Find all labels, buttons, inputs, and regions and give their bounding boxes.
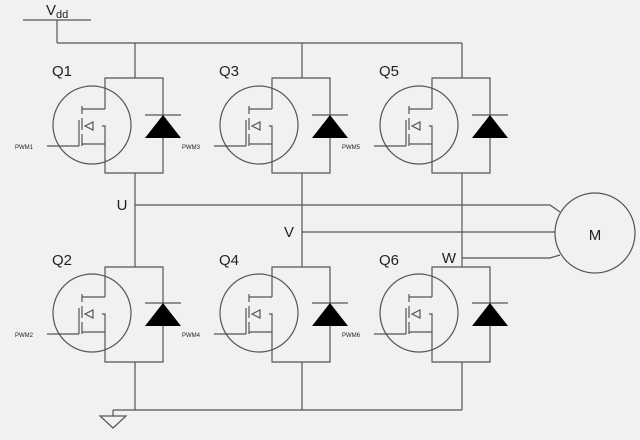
motor: M xyxy=(554,192,636,274)
body-wire xyxy=(269,313,273,332)
mosfet-body xyxy=(219,85,299,165)
gate-label: PWM6 xyxy=(342,333,361,339)
diode-icon xyxy=(145,115,181,138)
diode-icon xyxy=(312,303,348,326)
arrow-icon xyxy=(83,121,94,131)
transistor-label: Q2 xyxy=(52,252,72,269)
transistor-label: Q4 xyxy=(219,252,239,269)
ground-icon xyxy=(98,410,128,429)
arrow-icon xyxy=(410,309,421,319)
mosfet-body xyxy=(219,273,299,353)
mosfet-body xyxy=(52,85,132,165)
diode-icon xyxy=(472,303,508,326)
mosfet-body xyxy=(52,273,132,353)
gate-label: PWM3 xyxy=(182,145,201,151)
transistor-q4: PWM4 Q4 xyxy=(182,252,348,363)
phase-label-u: U xyxy=(117,197,128,214)
transistor-q2: PWM2 Q2 xyxy=(15,252,181,363)
transistor-q5: PWM5 Q5 xyxy=(342,63,508,174)
transistor-q1: PWM1 Q1 xyxy=(15,63,181,174)
transistor-label: Q3 xyxy=(219,63,239,80)
transistor-label: Q5 xyxy=(379,63,399,80)
transistor-q6: PWM6 Q6 xyxy=(342,252,508,363)
gate-label: PWM4 xyxy=(182,333,201,339)
phase-label-w: W xyxy=(442,250,457,267)
transistor-label: Q1 xyxy=(52,63,72,80)
transistor-label: Q6 xyxy=(379,252,399,269)
mosfet-body xyxy=(379,273,459,353)
gate-label: PWM1 xyxy=(15,145,34,151)
body-wire xyxy=(102,125,106,144)
body-wire xyxy=(429,313,433,332)
phase-line-u xyxy=(135,204,561,213)
arrow-icon xyxy=(250,309,261,319)
diode-icon xyxy=(145,303,181,326)
arrow-icon xyxy=(410,121,421,131)
vdd-symbol: Vdd xyxy=(23,2,91,43)
body-wire xyxy=(269,125,273,144)
phase-line-w xyxy=(462,254,561,259)
vdd-label: Vdd xyxy=(46,2,68,21)
mosfet-body xyxy=(379,85,459,165)
body-wire xyxy=(429,125,433,144)
diode-icon xyxy=(312,115,348,138)
gate-label: PWM5 xyxy=(342,145,361,151)
arrow-icon xyxy=(250,121,261,131)
body-wire xyxy=(102,313,106,332)
diode-icon xyxy=(472,115,508,138)
transistor-q3: PWM3 Q3 xyxy=(182,63,348,174)
arrow-icon xyxy=(83,309,94,319)
motor-label: M xyxy=(589,227,602,244)
gate-label: PWM2 xyxy=(15,333,34,339)
phase-label-v: V xyxy=(284,224,294,241)
